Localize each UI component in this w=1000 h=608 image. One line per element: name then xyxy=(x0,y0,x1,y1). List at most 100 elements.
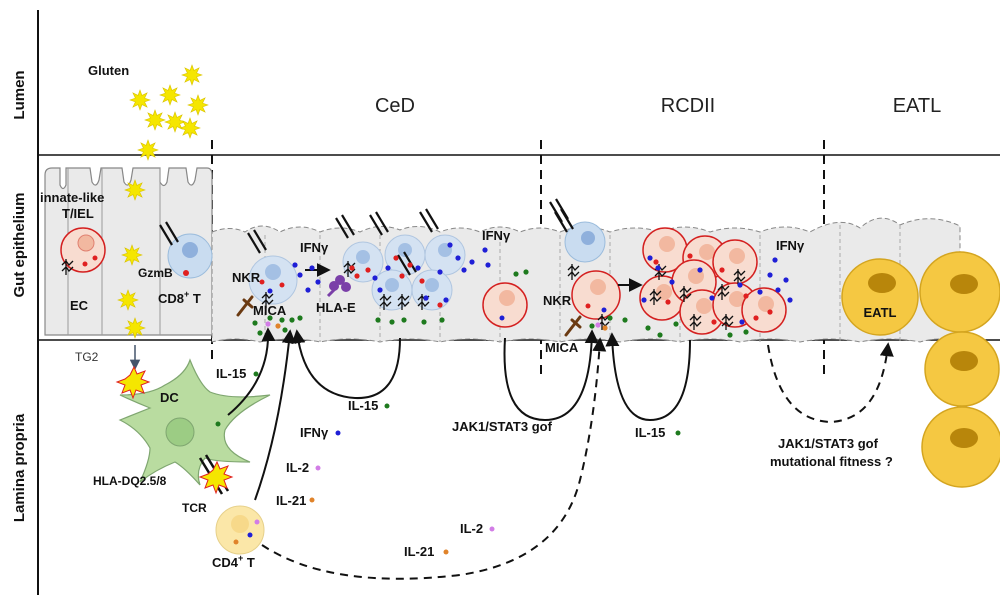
il15-dot xyxy=(282,327,288,333)
il15-dot xyxy=(743,329,749,335)
il15-dot xyxy=(421,319,427,325)
granzyme-dot xyxy=(349,265,355,271)
il15-dot xyxy=(607,315,613,321)
gluten-star-icon xyxy=(137,139,159,161)
il15-dot xyxy=(673,321,679,327)
gluten-label: Gluten xyxy=(88,63,129,78)
nkr-label-rcdii: NKR xyxy=(543,293,572,308)
ifng-dot xyxy=(655,265,661,271)
ifng-dot xyxy=(469,259,475,265)
il2-label-cd4: IL-2 xyxy=(286,460,309,475)
nkr-receptor-icon xyxy=(717,284,730,300)
eatl-cell-label: EATL xyxy=(864,305,897,320)
signaling-arrows xyxy=(227,327,894,580)
granzyme-dot xyxy=(365,267,371,273)
hla-dq-label: HLA-DQ2.5/8 xyxy=(93,474,167,488)
gzmb-label: GzmB xyxy=(138,266,173,280)
mutational-fitness-label: mutational fitness ? xyxy=(770,454,893,469)
ifng-dot xyxy=(709,295,715,301)
cytokine-dot-group xyxy=(252,242,793,338)
granzyme-dot xyxy=(711,319,717,325)
il21-dot xyxy=(602,325,608,331)
il21-label-cd4: IL-21 xyxy=(276,493,306,508)
il15-label-ced: IL-15 xyxy=(348,398,378,413)
il2-dot xyxy=(489,526,495,532)
cd4-label: CD4+ T xyxy=(212,553,255,570)
gluten-star-icon xyxy=(181,64,203,86)
il21-dot xyxy=(275,323,281,329)
ifng-dot xyxy=(305,287,311,293)
ifng-dot xyxy=(787,297,793,303)
tcr-receptor-icon xyxy=(554,208,574,233)
ifng-dot xyxy=(461,267,467,273)
stage-label-eatl: EATL xyxy=(893,95,942,117)
ifng-dot xyxy=(737,282,743,288)
tcr-label: TCR xyxy=(182,501,207,515)
il21-label-dashed: IL-21 xyxy=(404,544,434,559)
tcr-receptor-icon xyxy=(335,214,355,239)
il15-dot xyxy=(253,371,259,377)
nkr-receptor-icon xyxy=(679,286,692,302)
innate-like-iel-cell xyxy=(60,227,106,273)
dendritic-cell xyxy=(118,358,271,486)
rcdii-iel-cell-nkr xyxy=(571,270,621,320)
il21-dot xyxy=(443,549,449,555)
nkr-receptor-icon xyxy=(721,314,734,330)
ifng-dot xyxy=(757,289,763,295)
hla-e-label: HLA-E xyxy=(316,300,356,315)
il15-dot xyxy=(267,315,273,321)
ced-cell-nkr xyxy=(248,255,298,305)
tcr-receptor-icon xyxy=(247,229,267,254)
ced-iel-cell xyxy=(482,282,528,328)
ifng-dot xyxy=(423,295,429,301)
ifng-dot xyxy=(415,265,421,271)
ifng-dot xyxy=(372,275,378,281)
il15-dot xyxy=(279,317,285,323)
gluten-star-icon xyxy=(164,111,186,133)
ifng-dot xyxy=(377,287,383,293)
ifng-dot xyxy=(767,272,773,278)
receptor-group xyxy=(61,198,746,330)
nkr-receptor-icon xyxy=(397,294,410,310)
zone-label-epithelium: Gut epithelium xyxy=(11,193,28,298)
tg2-label: TG2 xyxy=(75,350,99,364)
nkr-receptor-icon xyxy=(379,294,392,310)
ifng-dot xyxy=(292,262,298,268)
il15-dot xyxy=(523,269,529,275)
dc-label: DC xyxy=(160,390,179,405)
ifng-label-ced-2: IFNγ xyxy=(482,228,511,243)
granzyme-dot xyxy=(653,259,659,265)
gluten-star-icon xyxy=(124,317,146,339)
nkr-receptor-icon xyxy=(61,259,74,275)
ec-label: EC xyxy=(70,298,89,313)
gluten-star-icon xyxy=(144,109,166,131)
ifng-dot xyxy=(641,297,647,303)
il15-dot xyxy=(252,320,258,326)
gluten-star-icon xyxy=(124,179,146,201)
tiel-label: T/IEL xyxy=(62,206,94,221)
il2-dot xyxy=(265,321,271,327)
nkr-receptor-icon xyxy=(689,314,702,330)
granzyme-dot xyxy=(419,278,425,284)
nkr-receptor-icon xyxy=(649,289,662,305)
granzyme-dot xyxy=(753,315,759,321)
cd4-t-cell xyxy=(215,505,265,555)
rcdii-cd8-cell xyxy=(564,221,606,263)
ifng-dot xyxy=(335,430,341,436)
ifng-dot xyxy=(455,255,461,261)
ifng-dot xyxy=(297,272,303,278)
ifng-dot xyxy=(739,319,745,325)
il15-dot xyxy=(657,332,663,338)
nkr-receptor-icon xyxy=(567,264,580,280)
gluten-group xyxy=(117,64,209,339)
ifng-dot xyxy=(385,265,391,271)
ifng-label-ced: IFNγ xyxy=(300,240,329,255)
il15-dot xyxy=(389,319,395,325)
granzyme-dot xyxy=(743,293,749,299)
gluten-star-icon xyxy=(187,94,209,116)
stage-label-ced: CeD xyxy=(375,95,415,117)
nkr-receptor-icon xyxy=(343,261,356,277)
il15-dot xyxy=(513,271,519,277)
granzyme-dot xyxy=(687,253,693,259)
granzyme-dot xyxy=(399,273,405,279)
